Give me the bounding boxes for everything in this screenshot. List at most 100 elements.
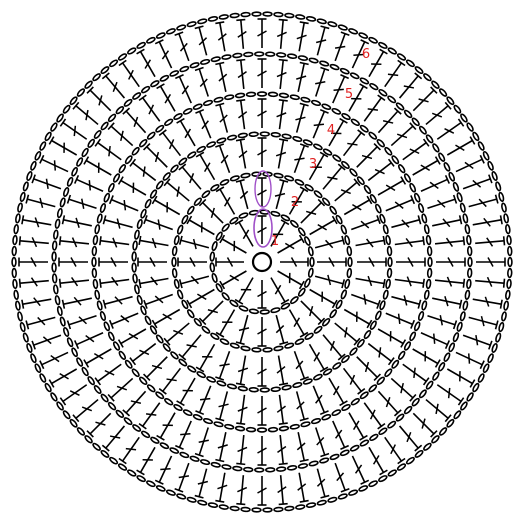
chain-stitch-icon [176, 24, 187, 31]
double-crochet-slash [257, 407, 267, 414]
double-crochet-slash [144, 59, 152, 69]
chain-stitch-icon [369, 320, 377, 330]
double-crochet-top [280, 219, 290, 226]
double-crochet-top [457, 397, 465, 406]
double-crochet-top [452, 194, 458, 204]
chain-stitch-icon [446, 96, 455, 106]
chain-stitch-icon [482, 150, 490, 161]
double-crochet-top [215, 417, 225, 422]
double-crochet-top [186, 299, 193, 309]
chain-stitch-icon [71, 347, 78, 358]
double-crochet-icon [219, 234, 247, 254]
chain-stitch-icon [369, 433, 379, 442]
chain-stitch-icon [431, 80, 440, 89]
chain-stitch-icon [302, 378, 313, 385]
double-crochet-icon [99, 236, 130, 248]
double-crochet-slash [329, 340, 335, 351]
double-crochet-icon [73, 174, 104, 192]
chain-stitch-icon [22, 332, 29, 343]
chain-stitch-icon [201, 325, 211, 334]
double-crochet-slash [85, 109, 89, 121]
chain-stitch-icon [358, 32, 369, 39]
chain-stitch-icon [173, 278, 180, 289]
chain-stitch-icon [397, 164, 406, 174]
double-crochet-icon [83, 348, 112, 368]
double-crochet-slash [192, 238, 197, 250]
double-crochet-top [382, 235, 386, 246]
double-crochet-slash [390, 444, 396, 455]
chain-stitch-icon [221, 54, 232, 60]
double-crochet-slash [295, 360, 304, 370]
double-crochet-slash [78, 316, 88, 325]
double-crochet-slash [366, 238, 374, 248]
double-crochet-icon [288, 309, 309, 338]
chain-stitch-icon [464, 289, 471, 300]
double-crochet-top [151, 195, 158, 205]
chain-stitch-icon [178, 157, 188, 166]
chain-stitch-icon [363, 329, 372, 340]
double-crochet-slash [328, 257, 335, 267]
start-chain-highlight-round-1 [253, 208, 273, 248]
double-crochet-slash [352, 420, 360, 431]
double-crochet-icon [235, 314, 250, 346]
chain-stitch-icon [284, 12, 295, 19]
double-crochet-slash [484, 296, 490, 307]
double-crochet-top [379, 469, 388, 476]
double-crochet-top [360, 479, 370, 485]
double-crochet-icon [86, 86, 112, 112]
chain-stitch-icon [26, 171, 33, 182]
double-crochet-top [73, 340, 80, 350]
double-crochet-icon [315, 25, 330, 56]
chain-stitch-icon [432, 143, 440, 153]
double-crochet-slash [157, 219, 161, 230]
double-crochet-icon [257, 137, 267, 167]
double-crochet-top [299, 102, 309, 107]
chain-stitch-icon [327, 496, 338, 503]
chain-stitch-icon [347, 256, 353, 268]
double-crochet-slash [164, 93, 172, 104]
double-crochet-icon [462, 334, 493, 350]
chain-stitch-icon [140, 430, 151, 439]
chain-stitch-icon [69, 418, 78, 428]
chain-stitch-icon [307, 267, 314, 278]
double-crochet-slash [309, 305, 314, 317]
double-crochet-slash [316, 478, 326, 487]
double-crochet-icon [174, 73, 192, 104]
chain-stitch-icon [100, 393, 109, 403]
chain-stitch-icon [87, 376, 95, 386]
chain-stitch-icon [251, 11, 262, 17]
chain-stitch-icon [297, 463, 309, 469]
double-crochet-slash [203, 162, 211, 172]
double-crochet-slash [238, 327, 250, 332]
double-crochet-icon [398, 72, 423, 99]
double-crochet-slash [406, 431, 412, 443]
double-crochet-top [409, 122, 417, 131]
double-crochet-slash [148, 104, 155, 115]
chain-stitch-icon [99, 310, 107, 322]
double-crochet-icon [351, 39, 370, 69]
chain-stitch-icon [92, 234, 99, 246]
double-crochet-top [444, 340, 451, 350]
double-crochet-top [434, 359, 441, 368]
chain-stitch-icon [385, 278, 391, 290]
double-crochet-icon [186, 288, 215, 309]
round-label-1: 1 [271, 234, 279, 249]
double-crochet-slash [237, 70, 247, 79]
double-crochet-icon [436, 257, 466, 267]
double-crochet-top [299, 417, 309, 422]
chain-stitch-icon [210, 184, 220, 192]
double-crochet-icon [236, 99, 248, 130]
double-crochet-icon [314, 274, 346, 289]
double-crochet-icon [215, 143, 231, 174]
double-crochet-icon [156, 412, 176, 441]
double-crochet-icon [215, 257, 244, 267]
chain-stitch-icon [387, 47, 397, 55]
chain-stitch-icon [132, 424, 142, 432]
double-crochet-icon [332, 420, 350, 451]
chain-stitch-icon [256, 427, 268, 433]
double-crochet-top [337, 163, 346, 171]
double-crochet-top [430, 430, 438, 438]
double-crochet-top [469, 136, 476, 145]
double-crochet-icon [236, 394, 248, 425]
double-crochet-top [72, 101, 80, 110]
